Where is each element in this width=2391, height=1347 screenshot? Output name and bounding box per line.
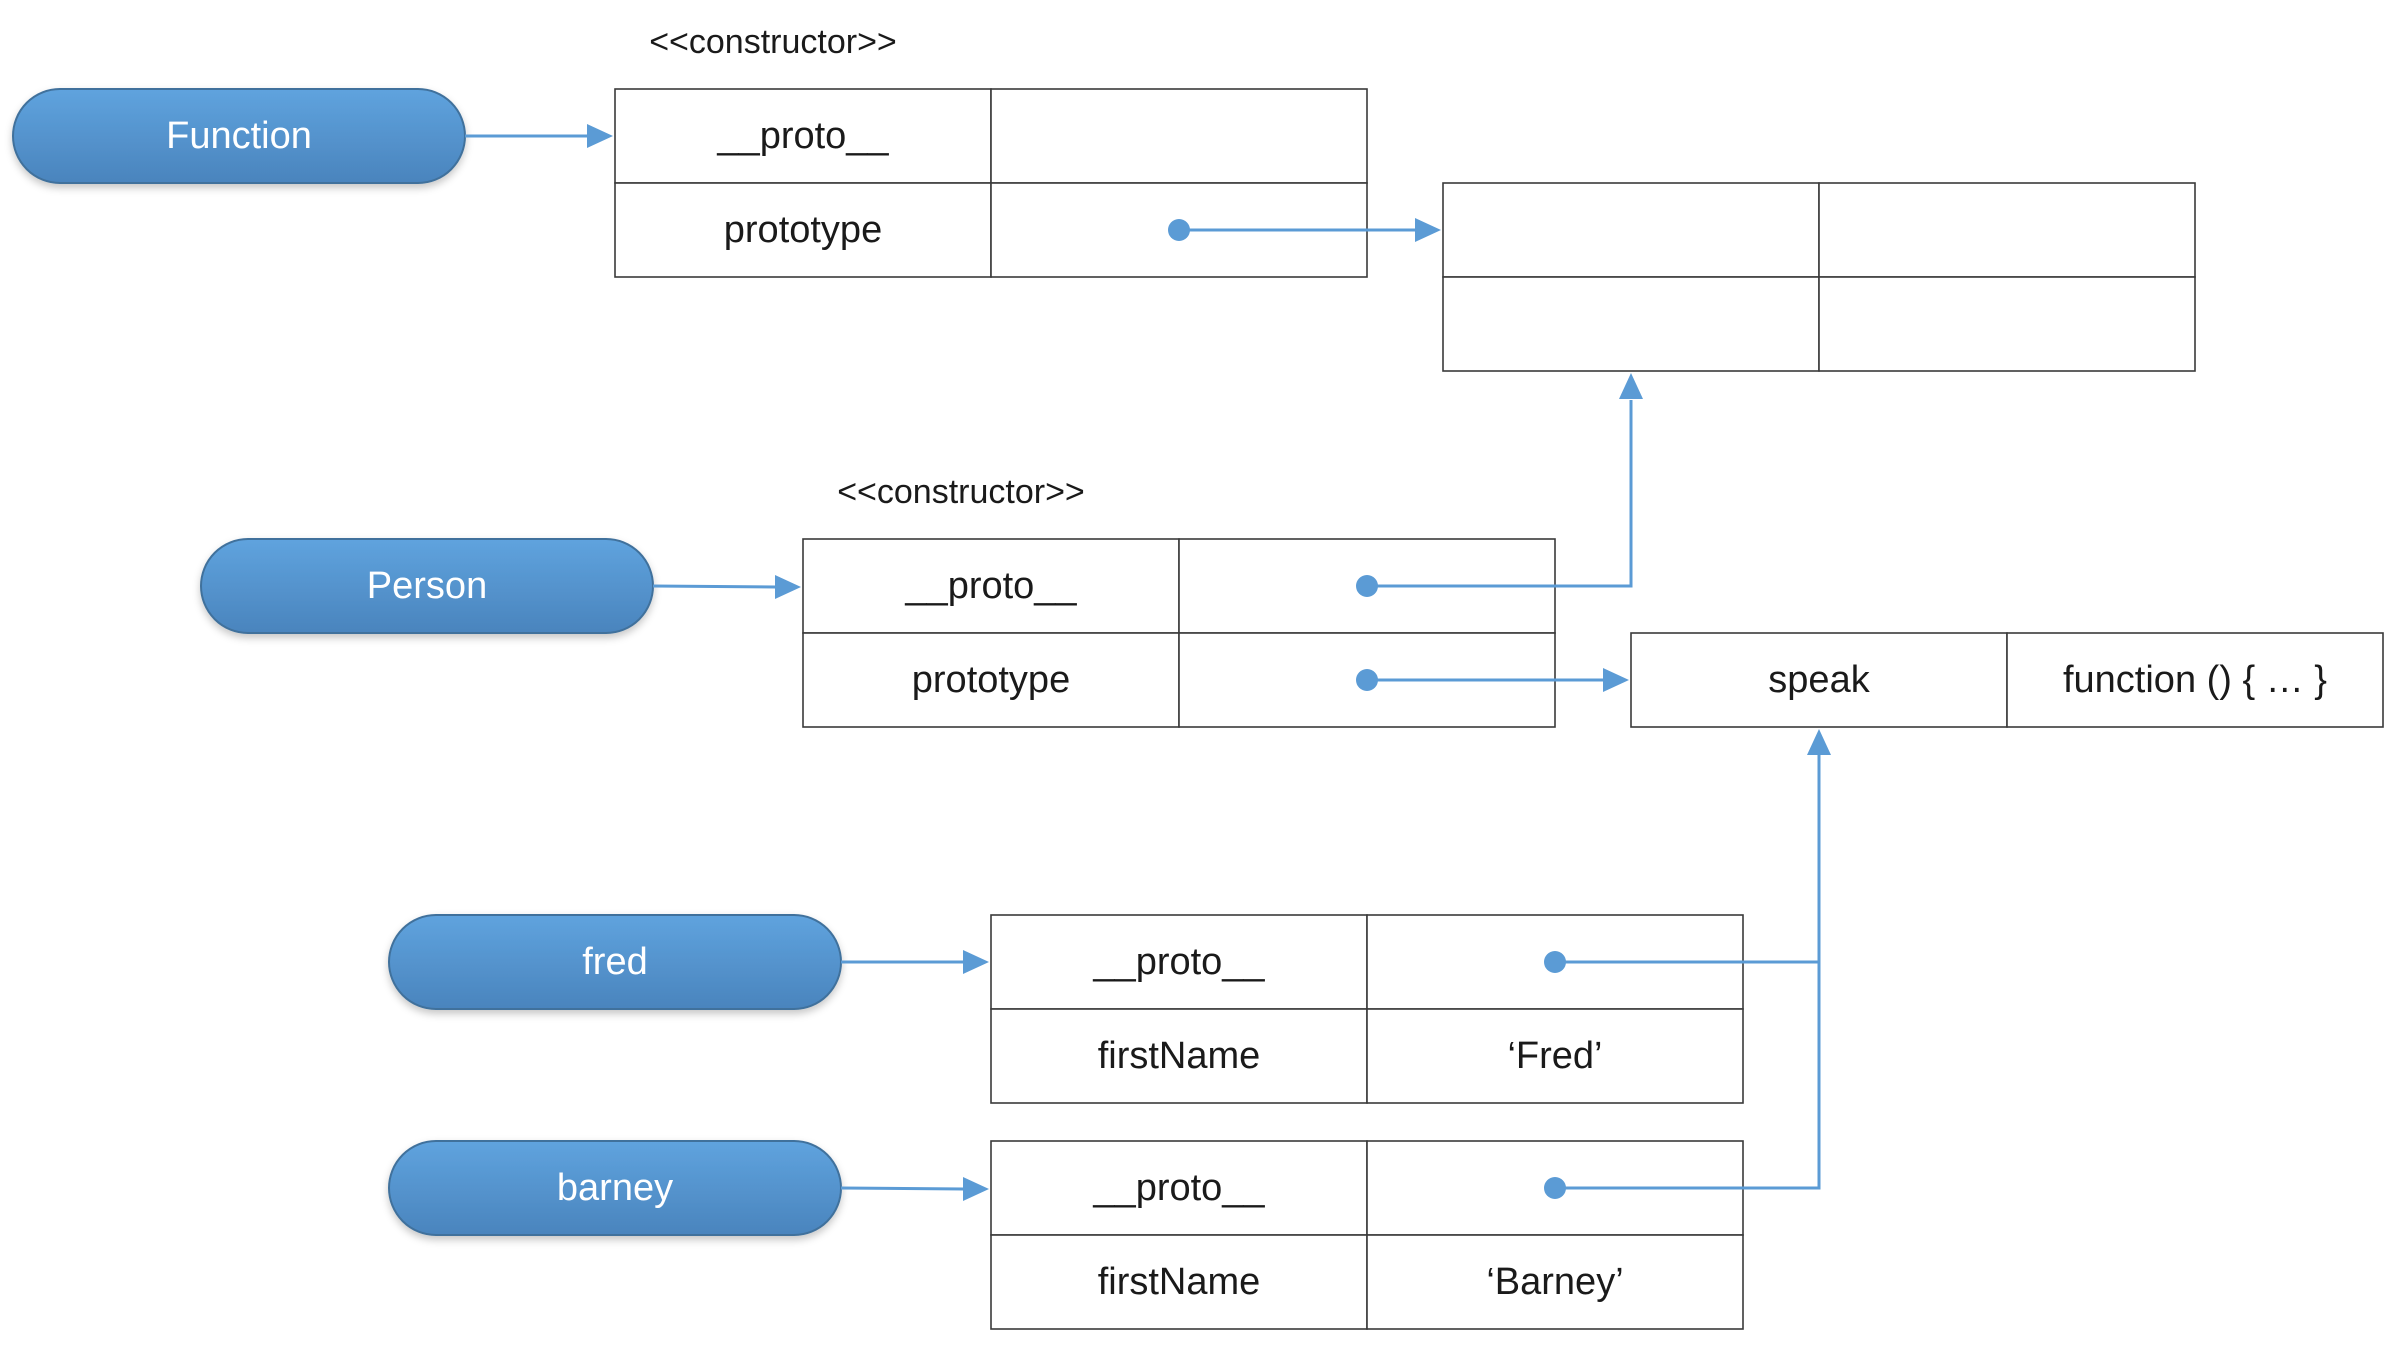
arrow-function-variable-to-object — [465, 124, 613, 148]
function-object-prototype-key: prototype — [724, 209, 882, 251]
function-object-proto-key: __proto__ — [716, 115, 889, 157]
person-object-prototype-key: prototype — [912, 659, 1070, 701]
person-prototype-speak-key: speak — [1768, 659, 1870, 701]
arrow-person-prototype-pointer — [1356, 668, 1629, 692]
person-object-table: __proto__ prototype — [802, 538, 1556, 728]
fred-variable-label: fred — [582, 941, 647, 983]
barney-object-firstname-key: firstName — [1098, 1261, 1261, 1303]
arrow-function-prototype-pointer — [1168, 218, 1441, 242]
fred-object-firstname-key: firstName — [1098, 1035, 1261, 1077]
fred-object-firstname-value: ‘Fred’ — [1507, 1035, 1602, 1077]
person-constructor-stereotype: <<constructor>> — [837, 473, 1085, 511]
arrow-fred-variable-to-object — [841, 950, 989, 974]
arrow-instances-proto-to-person-prototype — [1544, 729, 1831, 1199]
barney-object-proto-key: __proto__ — [1092, 1167, 1265, 1209]
barney-variable-label: barney — [557, 1167, 673, 1209]
barney-variable-pill: barney — [388, 1140, 842, 1236]
arrow-person-proto-to-function-prototype — [1356, 373, 1643, 597]
fred-variable-pill: fred — [388, 914, 842, 1010]
function-object-table: __proto__ prototype — [614, 88, 1368, 278]
person-prototype-speak-value: function () { … } — [2063, 659, 2327, 701]
person-prototype-object-table: speak function () { … } — [1630, 632, 2384, 728]
fred-object-table: __proto__ firstName ‘Fred’ — [990, 914, 1744, 1104]
arrow-barney-variable-to-object — [840, 1177, 989, 1201]
barney-object-firstname-value: ‘Barney’ — [1486, 1261, 1623, 1303]
function-variable-pill: Function — [12, 88, 466, 184]
barney-object-table: __proto__ firstName ‘Barney’ — [990, 1140, 1744, 1330]
fred-object-proto-key: __proto__ — [1092, 941, 1265, 983]
function-prototype-object-table — [1442, 182, 2196, 372]
function-variable-label: Function — [166, 115, 312, 157]
person-variable-label: Person — [367, 565, 487, 607]
person-variable-pill: Person — [200, 538, 654, 634]
arrow-person-variable-to-object — [652, 575, 801, 599]
function-constructor-stereotype: <<constructor>> — [649, 23, 897, 61]
person-object-proto-key: __proto__ — [904, 565, 1077, 607]
